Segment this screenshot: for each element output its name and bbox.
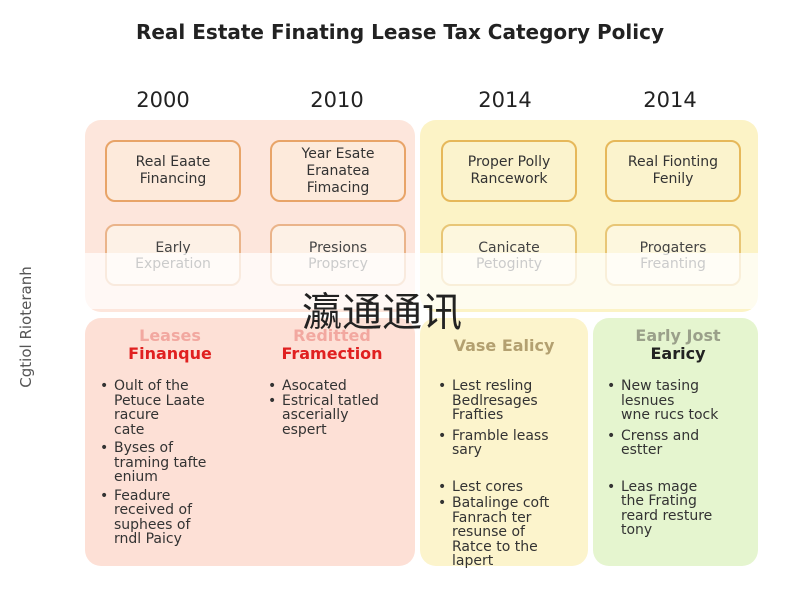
category-box-3: Proper Polly Rancework: [441, 140, 577, 202]
watermark-text: 瀛通通讯: [302, 290, 462, 336]
year-label-2: 2010: [310, 88, 364, 112]
year-label-1: 2000: [136, 88, 190, 112]
category-box-4: Real Fionting Fenily: [605, 140, 741, 202]
column-4-head-top: Early Jost: [635, 326, 721, 345]
list-item: Byses of traming tafte enium: [100, 441, 250, 485]
column-1-head-top: Leases: [139, 326, 201, 345]
list-item: Estrical tatled ascerially espert: [268, 393, 418, 438]
list-item: New tasing lesnues wne rucs tock: [607, 379, 757, 423]
column-2-list: Asocated Estrical tatled ascerially espe…: [268, 379, 418, 447]
diagram-title: Real Estate Finating Lease Tax Category …: [135, 20, 665, 44]
category-box-1: Real Eaate Financing: [105, 140, 241, 202]
column-4-list: New tasing lesnues wne rucs tock Crenss …: [607, 379, 757, 548]
column-1-list: Oult of the Petuce Laate racure cate Bys…: [100, 379, 250, 557]
category-box-2: Year Esate Eranatea Fimacing: [270, 140, 406, 202]
watermark-band: [0, 253, 800, 309]
side-label: Cgtiol Rioteranh: [17, 266, 35, 388]
column-3-head-top: Vase Ealicy: [453, 336, 555, 355]
column-1-head-bottom: Finanque: [128, 344, 212, 363]
year-label-3: 2014: [478, 88, 532, 112]
list-item: Leas mage the Frating reard resture tony: [607, 479, 757, 538]
list-item: Oult of the Petuce Laate racure cate: [100, 379, 250, 437]
column-4-head-bottom: Earicy: [650, 344, 706, 363]
list-item: Feadure received of suphees of rndl Paic…: [100, 488, 250, 547]
year-label-4: 2014: [643, 88, 697, 112]
column-3-list: Lest resling Bedlresages Frafties Frambl…: [438, 379, 588, 579]
column-2-head-top: Reditted: [293, 326, 371, 345]
column-2-head-bottom: Framection: [281, 344, 383, 363]
list-item: Crenss and estter: [607, 428, 757, 458]
list-item: Asocated: [268, 379, 418, 394]
list-item: Lest cores: [438, 479, 588, 495]
list-item: Framble leass sary: [438, 428, 588, 458]
list-item: Lest resling Bedlresages Frafties: [438, 379, 588, 423]
list-item: Batalinge coft Fanrach ter resunse of Ra…: [438, 496, 588, 569]
